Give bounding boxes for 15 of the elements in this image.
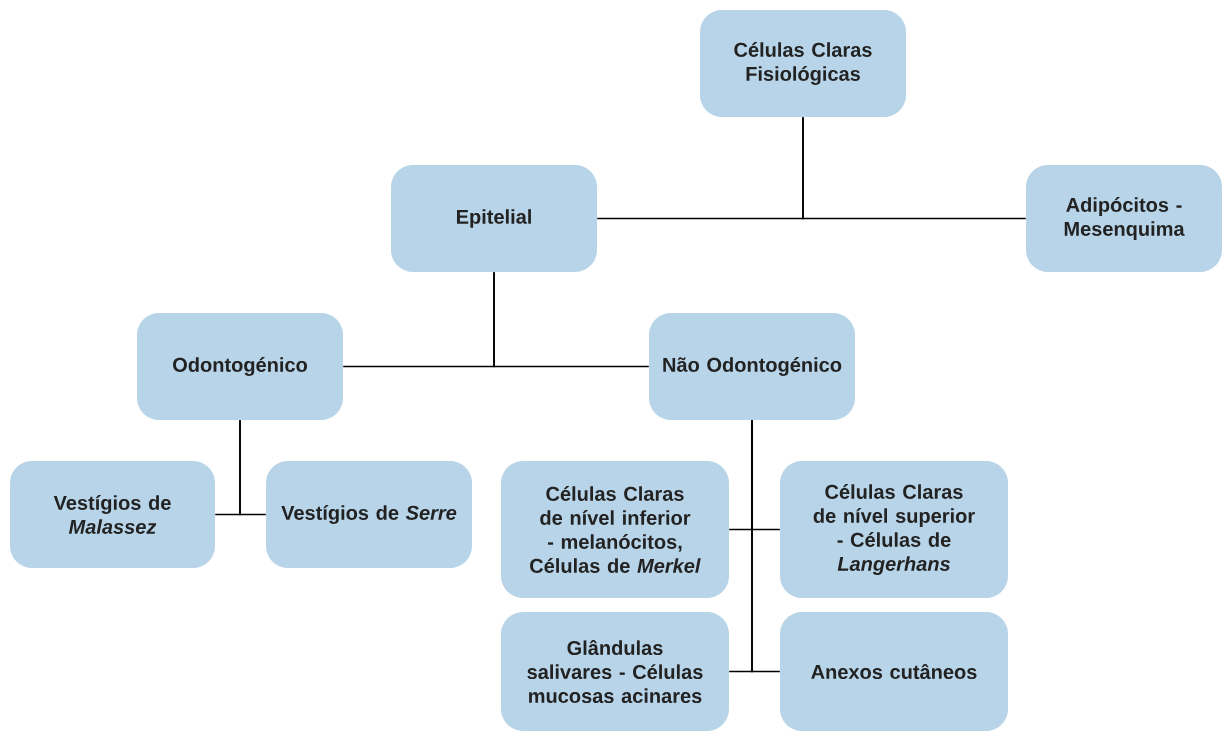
connector-line (493, 271, 650, 368)
category-box: Vestígios de Serre (266, 461, 472, 568)
connector-line (239, 419, 267, 516)
category-box: Glândulas salivares - Células mucosas acinares (501, 612, 729, 731)
category-box: Não Odontogénico (649, 313, 855, 420)
category-box: Células Claras de nível superior - Células de Langerhans (780, 461, 1008, 598)
category-box: Anexos cutâneos (780, 612, 1008, 731)
category-box: Células Claras Fisiológicas (700, 10, 906, 117)
category-box: Adipócitos - Mesenquima (1026, 165, 1222, 272)
category-box: Odontogénico (137, 313, 343, 420)
category-box: Vestígios de Malassez (10, 461, 215, 568)
category-box: Epitelial (391, 165, 597, 272)
connector-line (802, 116, 1027, 220)
connector-line (751, 419, 781, 673)
category-box: Células Claras de nível inferior - melanócitos, Células de Merkel (501, 461, 729, 598)
